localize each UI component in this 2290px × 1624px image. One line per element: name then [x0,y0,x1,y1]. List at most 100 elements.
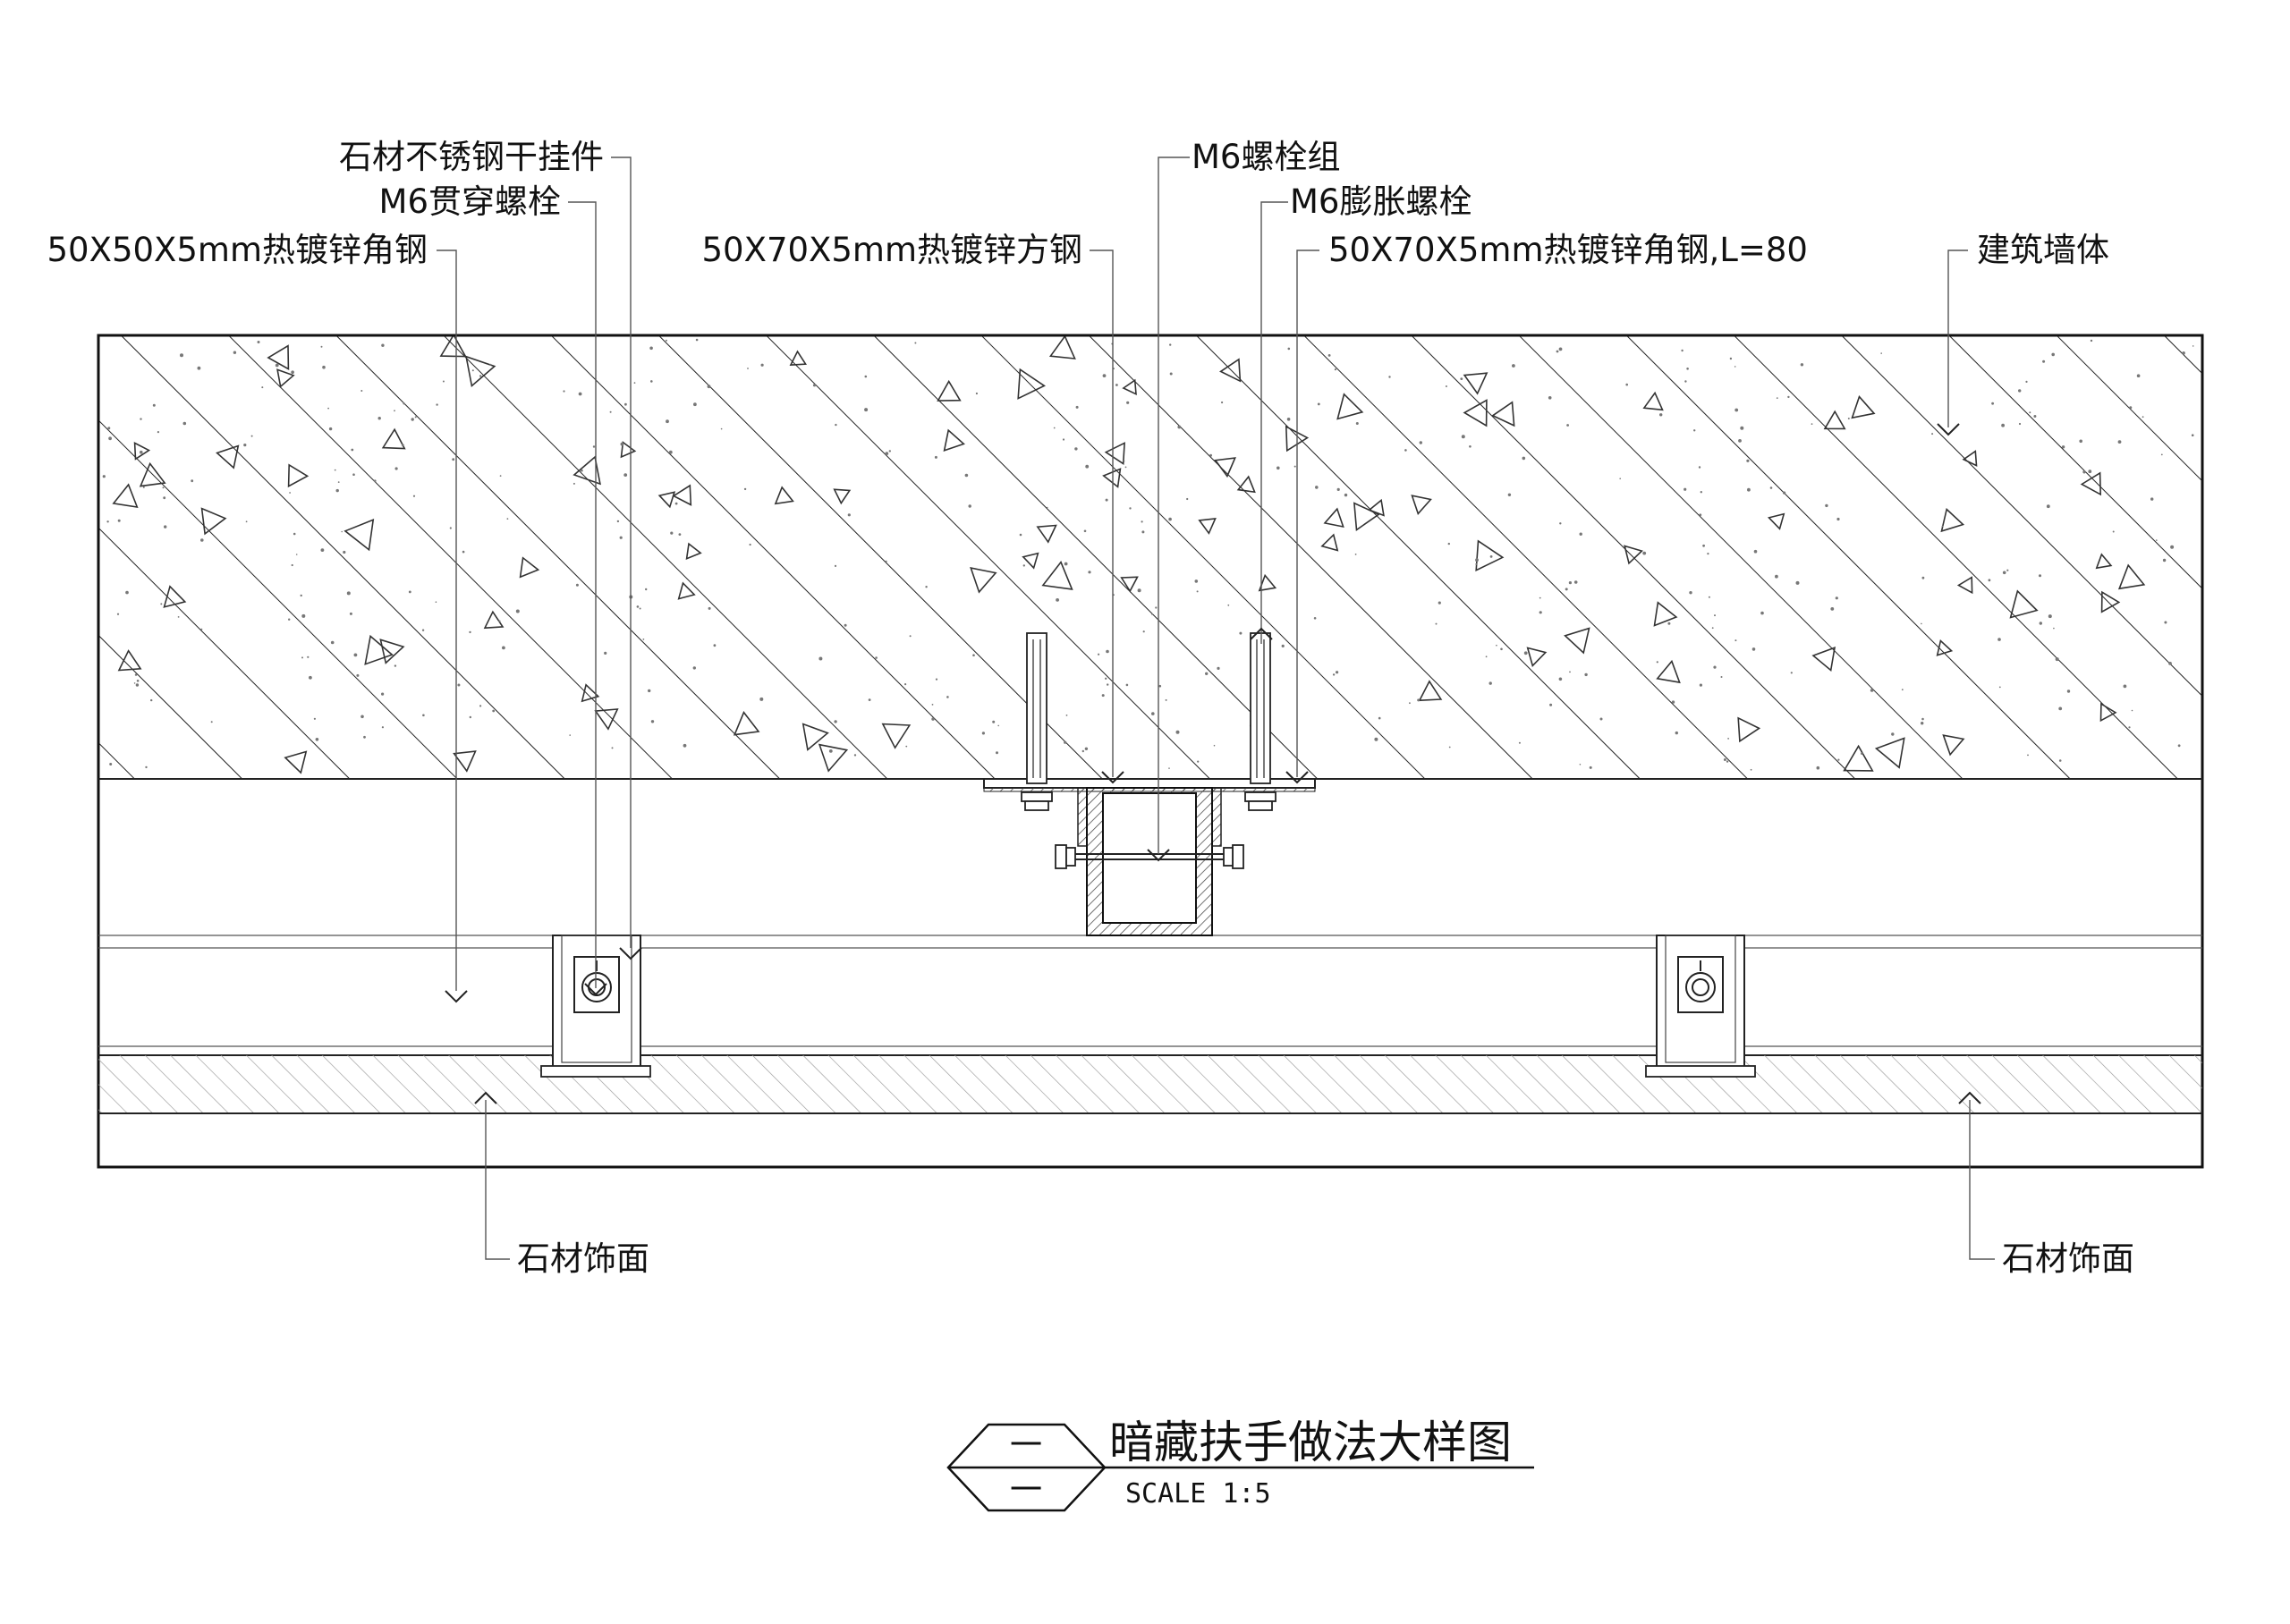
speckle-dot [422,714,425,717]
speckle-dot [315,738,319,741]
stone-cladding [98,1055,2202,1114]
speckle-dot [1559,522,1562,525]
aggregate-triangle [1940,507,1965,533]
aggregate-triangle [1120,576,1139,593]
aggregate-triangle [1104,442,1125,466]
speckle-dot [720,427,723,430]
speckle-dot [102,475,106,478]
speckle-dot [250,435,253,437]
speckle-dot [301,613,306,618]
speckle-dot [152,403,156,407]
speckle-dot [1102,374,1107,377]
aggregate-triangle [1767,512,1785,530]
speckle-dot [1053,427,1056,429]
label-m6-bolt-group: M6螺栓组 [1192,138,1340,176]
speckle-dot [1217,666,1220,671]
speckle-dot [414,416,417,419]
speckle-dot [1835,596,1838,600]
speckle-dot [1209,453,1212,457]
speckle-dot [666,419,669,424]
speckle-dot [1460,377,1463,380]
aggregate-triangle [439,335,467,358]
speckle-dot [992,720,996,723]
aggregate-triangle [163,585,187,608]
speckle-dot [1205,672,1209,675]
speckle-dot [1438,601,1441,605]
section-outline [97,334,2204,1169]
speckle-dot [611,747,614,749]
speckle-dot [1336,487,1340,492]
label-stone-finish-right: 石材饰面 [2002,1239,2134,1278]
speckle-dot [462,550,465,554]
speckle-dot [604,651,607,656]
speckle-dot [1727,738,1729,740]
speckle-dot [2131,709,2133,712]
speckle-dot [885,452,889,455]
speckle-dot [1713,665,1717,669]
speckle-dot [2191,434,2194,437]
speckle-dot [2164,621,2167,624]
speckle-dot [1800,363,1804,367]
speckle-dot [760,363,764,367]
speckle-dot [343,550,346,554]
speckle-dot [436,403,438,406]
speckle-dot [2177,744,2181,748]
speckle-dot [946,696,949,698]
aggregate-triangle [1823,410,1846,430]
speckle-dot [330,640,335,645]
speckle-dot [1196,590,1199,593]
speckle-dot [2192,345,2194,347]
speckle-dot [1404,449,1407,452]
speckle-dot [968,504,971,508]
aggregate-triangle [1526,647,1548,667]
speckle-dot [2160,453,2163,456]
speckle-dot [1409,702,1411,705]
speckle-dot [2042,359,2046,363]
speckle-dot [1435,622,1438,625]
aggregate-triangle [1874,737,1905,769]
speckle-dot [157,431,159,434]
speckle-dot [381,692,385,696]
leader-stone-finish-left: 石材饰面 [474,1091,649,1278]
speckle-dot [1137,588,1141,593]
speckle-dot [1667,622,1671,625]
speckle-dot [1711,627,1714,630]
speckle-dot [1998,686,2001,689]
aggregate-triangle [1418,680,1443,702]
aggregate-triangle [937,379,962,402]
speckle-dot [1568,581,1572,585]
speckle-dot [457,683,461,687]
speckle-dot [1194,579,1199,583]
speckle-dot [261,386,264,389]
speckle-dot [136,680,140,682]
speckle-dot [177,616,180,618]
speckle-dot [624,402,627,406]
speckle-dot [489,363,492,366]
speckle-dot [2142,416,2144,419]
speckle-dot [191,479,194,483]
speckle-dot [713,644,717,647]
speckle-dot [1105,498,1108,502]
speckle-dot [300,594,302,597]
speckle-dot [1836,517,1840,521]
speckle-dot [649,346,653,351]
speckle-dot [140,418,142,420]
speckle-dot [257,341,260,343]
aggregate-triangle [789,350,808,366]
aggregate-triangle [581,683,600,703]
speckle-dot [1901,689,1904,691]
speckle-dot [117,519,121,522]
speckle-dot [322,365,326,369]
aggregate-triangle [453,750,477,773]
speckle-dot [904,683,907,686]
speckle-dot [2048,614,2052,619]
speckle-dot [2033,415,2037,418]
label-stone-finish-left: 石材饰面 [517,1239,649,1278]
speckle-dot [1584,672,1588,677]
speckle-dot [1088,571,1091,574]
speckle-dot [2129,406,2133,410]
speckle-dot [1151,712,1155,715]
speckle-dot [1684,487,1687,491]
speckle-dot [1891,732,1895,736]
speckle-dot [1046,506,1048,509]
